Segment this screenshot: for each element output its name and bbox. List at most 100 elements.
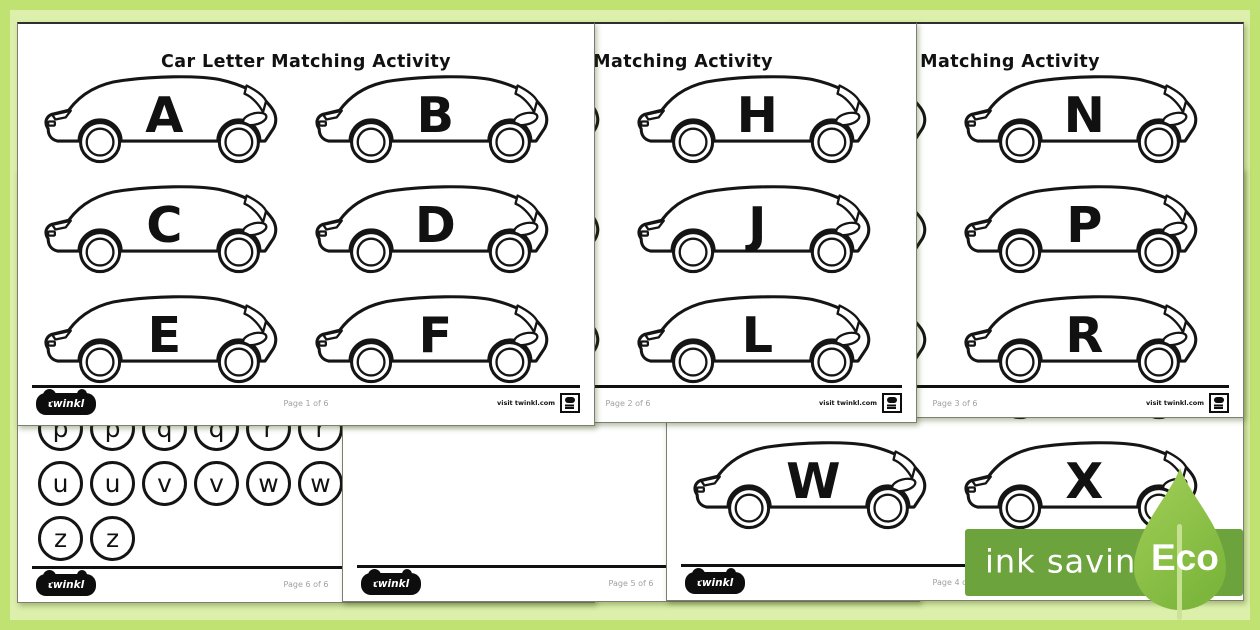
car-letter: A	[145, 86, 183, 144]
car-illustration: E	[44, 295, 278, 384]
page-1-cars: Car Letter Matching Activity A B	[17, 22, 595, 426]
car-illustration: R	[964, 295, 1198, 384]
car-cell: B	[313, 66, 570, 176]
car-body-outline	[44, 185, 278, 253]
front-indicator	[967, 230, 977, 237]
front-wheel-hub	[734, 493, 764, 523]
car-illustration: N	[964, 75, 1198, 164]
car-cell: N	[962, 66, 1219, 176]
car-cell: L	[635, 286, 892, 396]
headlight	[51, 329, 72, 341]
letter-circle: v	[194, 461, 239, 506]
front-wheel-hub	[85, 127, 115, 157]
rear-wheel-hub	[224, 347, 254, 377]
car-body-outline	[315, 185, 549, 253]
leaf-stem	[1177, 524, 1182, 620]
car-cell: C	[42, 176, 299, 286]
footer-divider	[357, 565, 905, 568]
car-body-outline	[637, 295, 871, 363]
twinkl-logo: twinkl	[36, 570, 96, 596]
rear-wheel-hub	[1144, 127, 1174, 157]
car-letter: B	[417, 86, 455, 144]
front-wheel-hub	[85, 237, 115, 267]
front-indicator	[318, 120, 328, 127]
headlight	[51, 109, 72, 121]
car-cell: D	[313, 176, 570, 286]
front-indicator	[47, 230, 57, 237]
footer-divider	[354, 385, 902, 388]
car-illustration: X	[964, 441, 1198, 530]
car-body-outline	[44, 75, 278, 143]
twinkl-logo: twinkl	[36, 389, 96, 415]
front-wheel-hub	[1005, 127, 1035, 157]
car-body-outline	[693, 441, 927, 509]
front-wheel-hub	[678, 347, 708, 377]
headlight	[644, 219, 665, 231]
car-illustration: A	[44, 75, 278, 164]
headlight	[971, 329, 992, 341]
headlight	[644, 329, 665, 341]
car-illustration: H	[637, 75, 871, 164]
footer-divider	[681, 385, 1229, 388]
front-wheel-hub	[1005, 493, 1035, 523]
page-number: Page 4 of 6	[932, 578, 978, 587]
twinkl-stamp-icon	[882, 393, 902, 413]
car-cell: W	[691, 432, 948, 542]
footer-divider	[681, 564, 1229, 567]
visit-twinkl-label: visit twinkl.com	[818, 399, 877, 407]
page-footer: twinkl visit twinkl.com	[36, 389, 580, 415]
twinkl-logo: twinkl	[685, 568, 745, 594]
car-illustration: D	[315, 185, 549, 274]
front-indicator	[318, 230, 328, 237]
car-body-outline	[315, 295, 549, 363]
footer-divider	[32, 385, 580, 388]
front-indicator	[967, 340, 977, 347]
car-illustration: L	[637, 295, 871, 384]
visit-twinkl-group: visit twinkl.com	[819, 393, 902, 413]
twinkl-logo: twinkl	[361, 569, 421, 595]
front-indicator	[967, 486, 977, 493]
letter-circle: u	[90, 461, 135, 506]
front-indicator	[47, 340, 57, 347]
car-illustration: J	[637, 185, 871, 274]
car-illustration: W	[693, 441, 927, 530]
front-wheel-hub	[678, 237, 708, 267]
car-letter: F	[418, 306, 452, 364]
rear-wheel-hub	[224, 237, 254, 267]
headlight	[644, 109, 665, 121]
headlight	[322, 109, 343, 121]
car-body-outline	[964, 295, 1198, 363]
car-letter: D	[415, 196, 456, 254]
front-wheel-hub	[1005, 237, 1035, 267]
visit-twinkl-group: visit twinkl.com	[1146, 393, 1229, 413]
car-illustration: F	[315, 295, 549, 384]
car-grid: A B C D	[42, 66, 570, 396]
ink-saving-label: ink saving	[985, 541, 1158, 580]
car-cell: H	[635, 66, 892, 176]
page-title: Car Letter Matching Activity	[161, 52, 451, 72]
rear-wheel-hub	[817, 237, 847, 267]
eco-label: Eco	[1151, 537, 1219, 578]
car-cell: X	[962, 432, 1219, 542]
visit-twinkl-label: visit twinkl.com	[1145, 399, 1204, 407]
car-letter: H	[737, 86, 778, 144]
front-indicator	[318, 340, 328, 347]
rear-wheel-hub	[873, 493, 903, 523]
rear-wheel-hub	[817, 347, 847, 377]
car-cell: F	[313, 286, 570, 396]
letter-circle: u	[38, 461, 83, 506]
rear-wheel-hub	[495, 127, 525, 157]
car-letter: W	[786, 452, 840, 510]
page-number: Page 5 of 6	[608, 579, 654, 588]
letter-circle: z	[90, 516, 135, 561]
rear-wheel-hub	[495, 237, 525, 267]
car-body-outline	[637, 185, 871, 253]
rear-wheel-hub	[1144, 347, 1174, 377]
headlight	[322, 219, 343, 231]
page-number: Page 2 of 6	[605, 399, 651, 408]
rear-wheel-hub	[1144, 237, 1174, 267]
car-letter: P	[1066, 196, 1102, 254]
